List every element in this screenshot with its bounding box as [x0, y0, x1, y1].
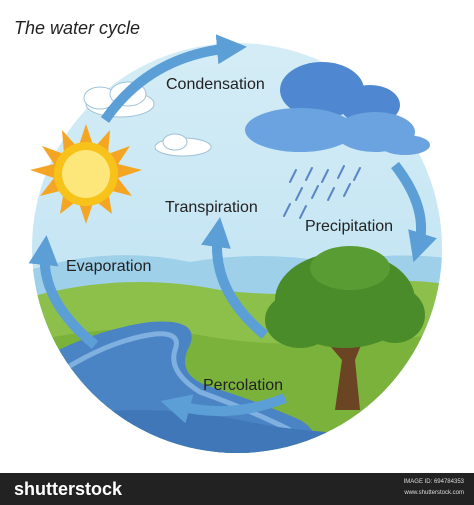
label-evaporation: Evaporation	[66, 258, 152, 275]
diagram-title: The water cycle	[14, 18, 141, 38]
river-highlight	[58, 331, 292, 433]
arrow-transpiration	[201, 217, 269, 339]
label-precipitation: Precipitation	[305, 218, 394, 235]
tree	[265, 246, 425, 410]
footer-image-id: IMAGE ID: 694784353	[403, 479, 464, 485]
footer-url: www.shutterstock.com	[404, 490, 464, 496]
footer-brand: shutterstock	[14, 479, 123, 499]
arrow-precipitation	[391, 161, 437, 263]
footer-bar: shutterstock IMAGE ID: 694784353 www.shu…	[0, 473, 474, 505]
rain-drops	[283, 165, 361, 219]
label-condensation: Condensation	[166, 76, 265, 93]
label-percolation: Percolation	[203, 377, 284, 394]
arrow-percolation	[160, 393, 287, 424]
arrow-evaporation	[28, 235, 99, 349]
label-transpiration: Transpiration	[165, 199, 258, 216]
white-cloud-small	[154, 133, 212, 157]
water-cycle-illustration	[28, 34, 442, 453]
rain-cloud	[245, 62, 430, 155]
lake	[32, 410, 440, 453]
arrow-condensation	[100, 34, 247, 123]
sun	[30, 124, 142, 224]
